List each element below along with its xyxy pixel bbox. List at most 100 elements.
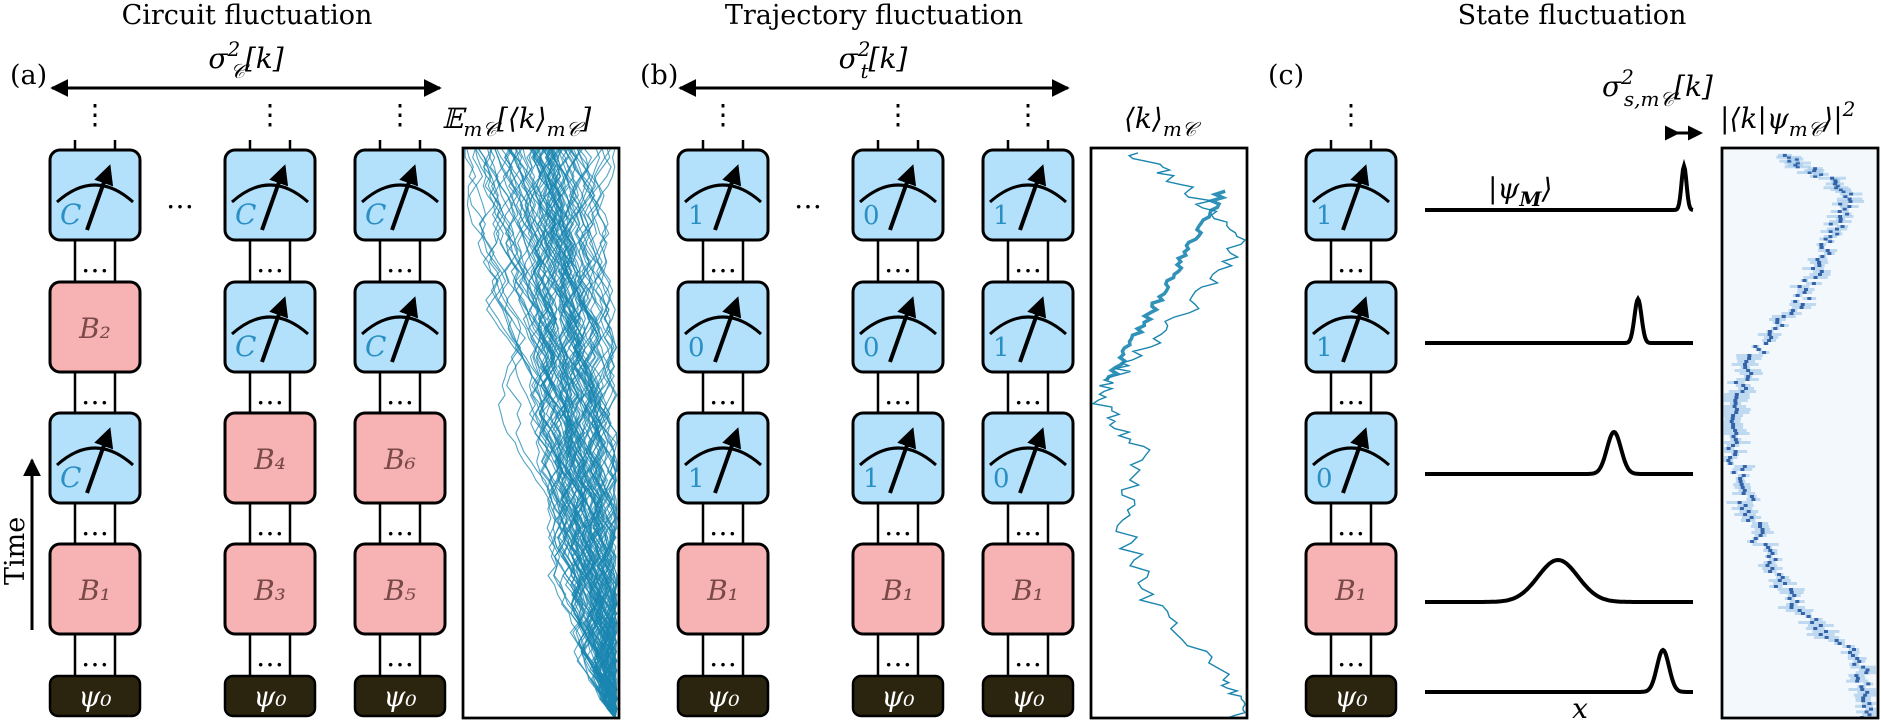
- heatmap-peak: [1733, 399, 1738, 402]
- heatmap-peak: [1743, 504, 1748, 507]
- heatmap-peak: [1790, 309, 1795, 312]
- heatmap-peak: [1733, 381, 1738, 384]
- wavefunction-curve-3: [1425, 557, 1693, 604]
- heatmap-peak: [1835, 232, 1840, 236]
- unitary-block: [676, 542, 770, 636]
- heatmap-peak: [1740, 468, 1745, 471]
- heatmap-peak: [1854, 674, 1859, 677]
- heatmap-peak: [1818, 624, 1823, 627]
- heatmap-peak: [1746, 369, 1751, 372]
- plot-label-trajectory: ⟨k⟩m𝒞: [1124, 102, 1202, 141]
- heatmap-peak: [1733, 438, 1738, 441]
- wire-ellipsis: …: [709, 509, 737, 542]
- heatmap-peak: [1834, 186, 1839, 190]
- wire-ellipsis: …: [1014, 509, 1042, 542]
- heatmap-peak: [1739, 507, 1744, 510]
- heatmap-peak: [1787, 597, 1792, 600]
- wire-ellipsis: …: [884, 246, 912, 279]
- measurement-outcome: 0: [1316, 464, 1333, 494]
- wire-ellipsis: …: [1337, 378, 1365, 411]
- heatmap-peak: [1867, 702, 1872, 705]
- heatmap-peak: [1756, 348, 1761, 351]
- heatmap-peak: [1750, 540, 1755, 543]
- plot-frame-trajectory: [1089, 146, 1249, 720]
- heatmap-peak: [1744, 360, 1749, 363]
- measurement-block: [1304, 411, 1398, 505]
- heatmap-peak: [1728, 456, 1733, 459]
- heatmap-peak: [1775, 318, 1780, 321]
- heatmap-peak: [1863, 693, 1868, 697]
- wire-ellipsis: …: [884, 378, 912, 411]
- trajectory-trace: [537, 147, 618, 719]
- heatmap-peak: [1734, 408, 1739, 411]
- measurement-outcome: 1: [688, 464, 705, 494]
- heatmap-peak: [1743, 363, 1747, 366]
- heatmap-peak: [1765, 564, 1770, 567]
- heatmap-peak: [1731, 435, 1736, 438]
- measurement-outcome: C: [365, 330, 386, 363]
- initial-state-block: [981, 674, 1075, 718]
- plot-label-circuit: 𝔼m𝒞[⟨k⟩m𝒞]: [442, 102, 591, 141]
- panel-label-a: (a): [10, 60, 47, 91]
- heatmap-peak: [1848, 651, 1852, 654]
- measurement-outcome: C: [365, 198, 386, 231]
- heatmap-peak: [1810, 621, 1815, 624]
- wire-ellipsis: …: [1014, 378, 1042, 411]
- trajectory-trace: [539, 147, 618, 719]
- heatmap-peak: [1837, 210, 1842, 213]
- heatmap-peak: [1768, 549, 1773, 552]
- wire-ellipsis: …: [884, 640, 912, 673]
- unitary-block: [981, 542, 1075, 636]
- heatmap-peak: [1828, 222, 1833, 226]
- wire-ellipsis: …: [81, 640, 109, 673]
- heatmap-peak: [1838, 202, 1843, 206]
- heatmap-peak: [1855, 657, 1860, 660]
- trajectory-trace: [513, 147, 618, 719]
- unitary-block: [353, 411, 447, 505]
- heatmap-peak: [1782, 153, 1787, 157]
- heatmap-peak: [1806, 615, 1811, 618]
- wire-ellipsis: …: [81, 509, 109, 542]
- heatmap-peak: [1758, 525, 1762, 528]
- heatmap-peak: [1745, 378, 1750, 381]
- heatmap-peak: [1767, 330, 1772, 333]
- heatmap-peak: [1733, 450, 1738, 453]
- heatmap-peak: [1835, 227, 1839, 231]
- heatmap-peak: [1817, 261, 1822, 264]
- heatmap-peak: [1770, 552, 1775, 555]
- unitary-label: B₁: [706, 574, 739, 607]
- unitary-block: [353, 542, 447, 636]
- heatmap-peak: [1734, 411, 1739, 414]
- measurement-block: [48, 411, 142, 505]
- heatmap-peak: [1861, 699, 1866, 703]
- heatmap-peak: [1857, 660, 1862, 663]
- heatmap-peak: [1838, 220, 1843, 223]
- heatmap-peak: [1777, 579, 1782, 582]
- heatmap-peak: [1789, 603, 1794, 606]
- wavefunction-curve-0: [1425, 158, 1694, 212]
- heatmap-peak: [1855, 676, 1860, 680]
- heatmap-peak: [1823, 237, 1828, 241]
- vertical-ellipsis: ⋮: [884, 98, 912, 131]
- heatmap-peak: [1848, 200, 1853, 203]
- heatmap-peak: [1846, 645, 1851, 648]
- heatmap-peak: [1802, 279, 1807, 282]
- wire-ellipsis: …: [1337, 640, 1365, 673]
- column-ellipsis-a: …: [166, 182, 194, 215]
- heatmap-peak: [1781, 315, 1786, 318]
- heatmap-peak: [1828, 235, 1833, 238]
- initial-state-block: [48, 674, 142, 718]
- heatmap-peak: [1807, 297, 1812, 300]
- heatmap-peak: [1764, 342, 1768, 345]
- measurement-block: [353, 148, 447, 242]
- initial-state-label: ψ₀: [1011, 680, 1044, 713]
- circuit-column-a-1: ⋮C…C…B₄…B₃…ψ₀: [223, 98, 317, 718]
- trajectory-trace: [507, 147, 618, 719]
- unitary-label: B₂: [78, 312, 111, 345]
- heatmap-peak: [1758, 522, 1763, 525]
- plot-circuit-traces: [464, 147, 618, 719]
